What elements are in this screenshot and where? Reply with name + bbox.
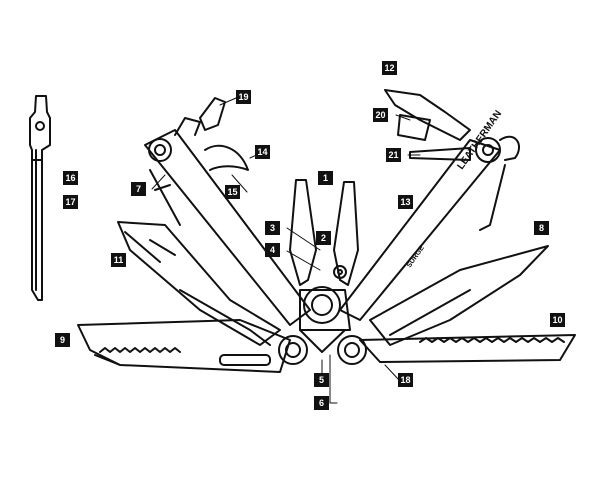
callout-4: 4 [265,243,280,257]
model-text: SURGE [406,244,426,269]
callout-1: 1 [318,171,333,185]
callout-16: 16 [63,171,78,185]
right-handle: LEATHERMAN SURGE [339,89,520,321]
callout-9: 9 [55,333,70,347]
replaceable-blade [29,95,51,301]
callout-18: 18 [398,373,413,387]
svg-text:LEATHERMAN: LEATHERMAN [455,109,504,172]
callout-15: 15 [225,185,240,199]
callout-11: 11 [111,253,126,267]
callout-14: 14 [255,145,270,159]
callout-19: 19 [236,90,251,104]
saw [359,334,576,363]
callout-3: 3 [265,221,280,235]
callout-12: 12 [382,61,397,75]
callout-7: 7 [131,182,146,196]
callout-17: 17 [63,195,78,209]
pliers [278,179,367,365]
callout-2: 2 [316,231,331,245]
leader-lines [151,97,421,404]
brand-text: LEATHERMAN [455,109,504,172]
serrated-blade [77,319,291,373]
callout-8: 8 [534,221,549,235]
callout-6: 6 [314,396,329,410]
callout-20: 20 [373,108,388,122]
svg-text:SURGE: SURGE [406,244,426,269]
callout-21: 21 [386,148,401,162]
knife-blade [369,245,549,346]
wire-cutter [117,221,281,346]
left-handle [144,97,311,326]
callout-5: 5 [314,373,329,387]
callout-10: 10 [550,313,565,327]
callout-13: 13 [398,195,413,209]
